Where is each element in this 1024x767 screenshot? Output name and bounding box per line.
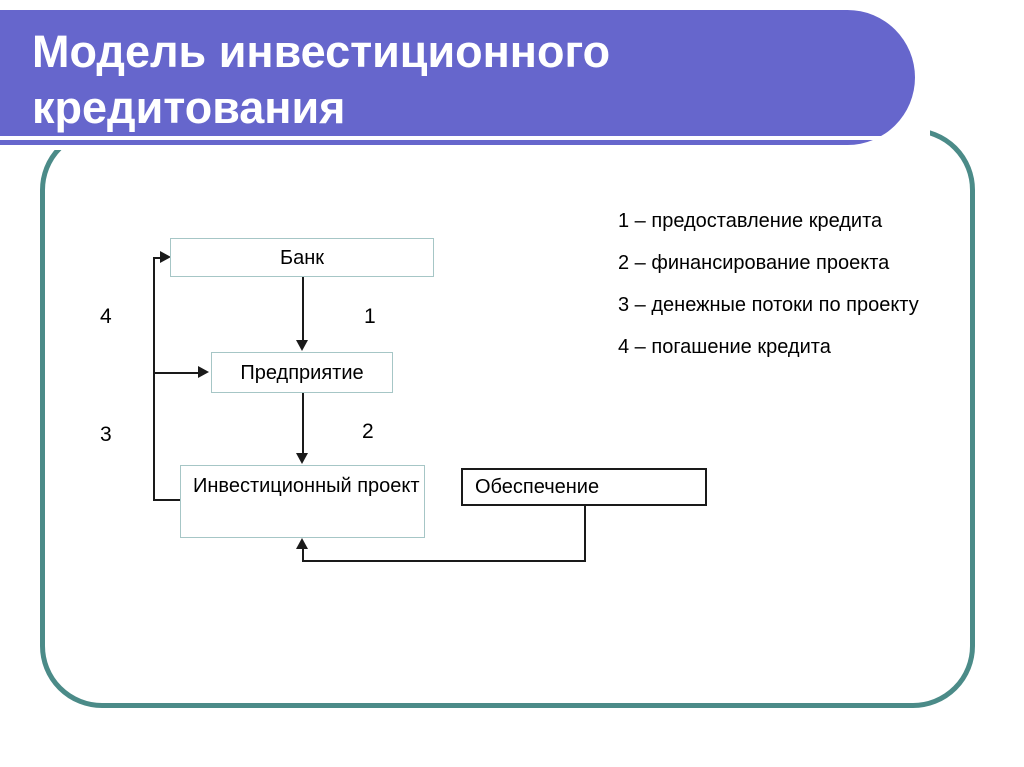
- node-collateral-label: Обеспечение: [475, 476, 600, 498]
- page-title: Модель инвестиционного кредитования: [32, 26, 611, 133]
- node-bank-label: Банк: [279, 246, 325, 269]
- financing-connector-line: [302, 393, 304, 454]
- node-investment-project-label: Инвестиционный проект: [193, 475, 420, 497]
- collateral-arrowhead: [296, 538, 308, 549]
- financing-arrowhead: [296, 453, 308, 464]
- repayment-connector-line: [153, 257, 165, 259]
- node-collateral[interactable]: Обеспечение: [461, 468, 707, 506]
- node-bank[interactable]: Банк: [170, 238, 434, 277]
- legend-item: 3 – денежные потоки по проекту: [618, 294, 919, 316]
- title-banner: Модель инвестиционного кредитования: [0, 10, 915, 145]
- enterprise-inflow-arrowhead: [198, 366, 209, 378]
- connector-label-4: 4: [100, 305, 112, 328]
- legend: 1 – предоставление кредита 2 – финансиро…: [618, 208, 963, 376]
- node-enterprise-label: Предприятие: [240, 361, 364, 384]
- feedback-bus-line: [153, 258, 155, 501]
- credit-connector-line: [302, 277, 304, 341]
- connector-label-3: 3: [100, 423, 112, 446]
- legend-item: 4 – погашение кредита: [618, 336, 831, 358]
- collateral-across-line: [302, 560, 586, 562]
- legend-item: 2 – финансирование проекта: [618, 252, 890, 274]
- node-investment-project[interactable]: Инвестиционный проект: [180, 465, 425, 538]
- node-enterprise[interactable]: Предприятие: [211, 352, 393, 393]
- credit-arrowhead: [296, 340, 308, 351]
- repayment-arrowhead: [160, 251, 171, 263]
- connector-label-2: 2: [362, 420, 374, 443]
- connector-label-1: 1: [364, 305, 376, 328]
- collateral-down-line: [584, 506, 586, 562]
- enterprise-inflow-line: [153, 372, 200, 374]
- title-underline: [0, 136, 892, 140]
- legend-item: 1 – предоставление кредита: [618, 210, 883, 232]
- cashflow-connector-line: [154, 499, 182, 501]
- collateral-up-line: [302, 549, 304, 562]
